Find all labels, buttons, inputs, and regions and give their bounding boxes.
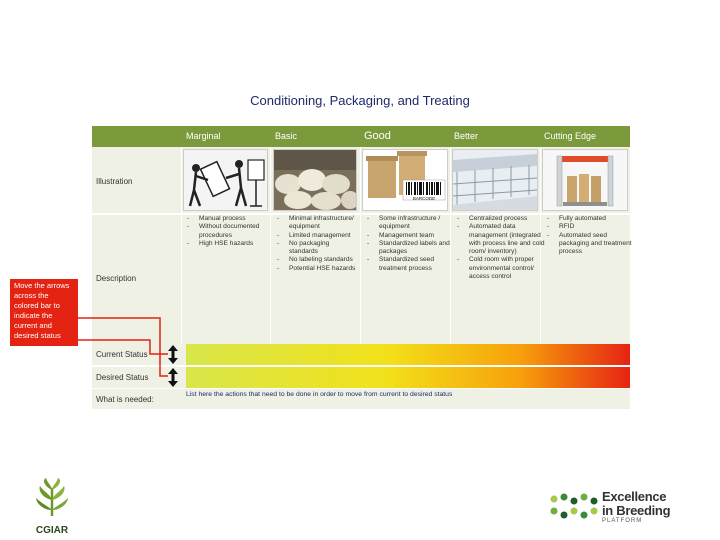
header-better: Better (454, 131, 479, 141)
desired-status-arrow-handle[interactable] (168, 368, 178, 387)
list-item: Limited management (277, 232, 359, 241)
header-marginal: Marginal (186, 131, 221, 141)
list-item: Cold room with proper environmental cont… (457, 256, 545, 281)
row-label-desired-status: Desired Status (96, 373, 149, 382)
list-item: Minimal infrastructure/ equipment (277, 215, 359, 232)
illustration-basic (273, 149, 359, 211)
list-item: Centralized process (457, 215, 545, 224)
cgiar-logo: CGIAR (32, 478, 72, 538)
instruction-note: Move the arrows across the colored bar t… (10, 279, 78, 346)
row-label-current-status: Current Status (96, 350, 148, 359)
header-good: Good (364, 130, 391, 142)
eib-title-line1: Excellence (602, 489, 667, 504)
cgiar-logo-text: CGIAR (35, 525, 69, 536)
column-divider (360, 147, 361, 344)
current-status-bar[interactable] (186, 344, 630, 365)
list-item: Potential HSE hazards (277, 265, 359, 274)
list-item: Standardized labels and packages (367, 240, 451, 257)
eib-title-line2: in Breeding (602, 503, 671, 518)
list-item: Without documented procedures (187, 223, 275, 240)
row-label-description: Description (96, 274, 137, 283)
eib-dots-icon (550, 493, 598, 519)
eib-subtitle: PLATFORM (602, 518, 643, 524)
list-item: No labeling standards (277, 256, 359, 265)
actions-instruction[interactable]: List here the actions that need to be do… (186, 391, 453, 398)
list-item: Management team (367, 232, 451, 241)
list-item: RFID (547, 223, 637, 232)
description-good: Some infrastructure / equipment Manageme… (365, 215, 451, 273)
what-needed-row (92, 389, 630, 409)
illustration-marginal (183, 149, 268, 211)
row-divider (92, 213, 630, 215)
list-item: Manual process (187, 215, 275, 224)
list-item: Automated data management (integrated wi… (457, 223, 545, 256)
list-item: Standardized seed treatment process (367, 256, 451, 273)
illustration-good: BARCODE (362, 149, 448, 211)
list-item: Automated seed packaging and treatment p… (547, 232, 637, 257)
description-cutting-edge: Fully automated RFID Automated seed pack… (545, 215, 637, 256)
column-divider (181, 147, 182, 344)
header-basic: Basic (275, 131, 298, 141)
row-label-what-needed: What is needed: (96, 395, 154, 404)
list-item: Fully automated (547, 215, 637, 224)
desired-status-bar[interactable] (186, 367, 630, 388)
description-marginal: Manual process Without documented proced… (185, 215, 275, 248)
description-better: Centralized process Automated data manag… (455, 215, 545, 281)
header-cutting-edge: Cutting Edge (544, 131, 597, 141)
list-item: No packaging standards (277, 240, 359, 257)
eib-logo: Excellence in Breeding PLATFORM (548, 489, 698, 529)
illustration-cutting-edge (542, 149, 628, 211)
cgiar-leaf-icon (36, 478, 68, 516)
list-item: Some infrastructure / equipment (367, 215, 451, 232)
list-item: High HSE hazards (187, 240, 275, 249)
page-title: Conditioning, Packaging, and Treating (250, 93, 470, 108)
description-basic: Minimal infrastructure/ equipment Limite… (275, 215, 359, 273)
svg-text:BARCODE: BARCODE (413, 196, 435, 201)
illustration-better (452, 149, 538, 211)
maturity-header-bar: Marginal Basic Good Better Cutting Edge (92, 126, 630, 147)
row-label-illustration: Illustration (96, 177, 133, 186)
current-status-arrow-handle[interactable] (168, 345, 178, 364)
